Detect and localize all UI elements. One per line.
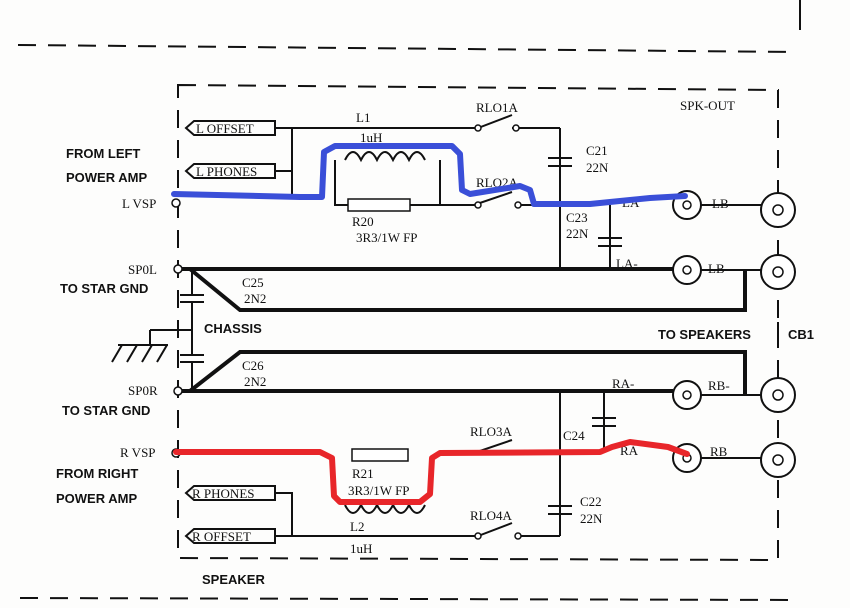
right-signal-highlight (173, 439, 690, 505)
c22-value: 22N (580, 511, 603, 526)
power-amp-right-label: POWER AMP (56, 491, 137, 506)
r20-resistor (347, 198, 411, 212)
chassis-wire (149, 329, 192, 345)
power-amp-left-label: POWER AMP (66, 170, 147, 185)
rlo4a-label: RLO4A (470, 508, 513, 523)
rb-minus-label: RB- (708, 378, 730, 393)
from-left-label: FROM LEFT (66, 146, 140, 161)
c22-wire (548, 391, 572, 536)
l2-label: L2 (350, 519, 364, 534)
ra-minus-label: RA- (612, 376, 634, 391)
bottom-dashed-line (19, 597, 796, 601)
c26-value: 2N2 (244, 374, 266, 389)
c22-label: C22 (580, 494, 602, 509)
cb1-label: CB1 (788, 327, 814, 342)
l-phones-connector[interactable]: L PHONES (184, 163, 276, 179)
l1-label: L1 (356, 110, 370, 125)
rlo3a-label: RLO3A (470, 424, 513, 439)
ground-symbol (111, 344, 168, 363)
c26-cap (180, 335, 204, 390)
left-ground-rail (182, 267, 747, 312)
r-phones-connector[interactable]: R PHONES (184, 485, 276, 501)
r-phones-wire (275, 492, 293, 537)
sp0l-terminal[interactable] (173, 264, 183, 274)
c21-label: C21 (586, 143, 608, 158)
speaker-label: SPEAKER (202, 572, 265, 587)
cb1-jack-2[interactable] (760, 254, 796, 290)
r-offset-label: R OFFSET (192, 529, 251, 544)
r21-value: 3R3/1W FP (348, 483, 410, 498)
r-phones-label: R PHONES (192, 486, 255, 501)
lb-minus-label: LB- (708, 261, 729, 276)
spk-out-label: SPK-OUT (680, 98, 735, 113)
speaker-box-outline (177, 83, 779, 562)
rb-label: RB (710, 444, 728, 459)
rlo2a-switch (440, 191, 540, 206)
l-offset-connector[interactable]: L OFFSET (184, 120, 276, 136)
r21-resistor (351, 448, 409, 462)
sp0l-label: SP0L (128, 262, 157, 277)
from-right-label: FROM RIGHT (56, 466, 138, 481)
l1-value: 1uH (360, 130, 382, 145)
sp0r-terminal[interactable] (173, 386, 183, 396)
to-star-gnd-bottom-label: TO STAR GND (62, 403, 150, 418)
c25-value: 2N2 (244, 291, 266, 306)
l2-coil (344, 502, 426, 514)
c24-label: C24 (563, 428, 585, 443)
left-signal-highlight (171, 143, 688, 207)
c21-value: 22N (586, 160, 609, 175)
c23-label: C23 (566, 210, 588, 225)
l-offset-label: L OFFSET (196, 121, 254, 136)
l-vsp-label: L VSP (122, 196, 156, 211)
cb1-jack-4[interactable] (760, 442, 796, 478)
c26-label: C26 (242, 358, 264, 373)
top-dashed-line (17, 44, 796, 53)
lb-label: LB (712, 196, 729, 211)
to-star-gnd-top-label: TO STAR GND (60, 281, 148, 296)
r20-value: 3R3/1W FP (356, 230, 418, 245)
r21-label: R21 (352, 466, 374, 481)
c24-wire (592, 391, 616, 453)
l-vsp-terminal[interactable] (171, 198, 181, 208)
c21-wire (548, 128, 572, 270)
ra-label: RA (620, 443, 639, 458)
r-vsp-label: R VSP (120, 445, 156, 460)
l-phones-label: L PHONES (196, 164, 257, 179)
l-offset-wire (275, 127, 293, 196)
c23-wire (598, 205, 622, 270)
l1-coil (344, 151, 426, 163)
r20-label: R20 (352, 214, 374, 229)
cb1-jack-3[interactable] (760, 377, 796, 413)
rlo1a-label: RLO1A (476, 100, 519, 115)
sp0r-label: SP0R (128, 383, 158, 398)
right-ground-rail (182, 350, 747, 395)
c25-cap (180, 268, 204, 335)
to-speakers-label: TO SPEAKERS (658, 327, 751, 342)
cb1-jack-1[interactable] (760, 192, 796, 228)
c25-label: C25 (242, 275, 264, 290)
chassis-label: CHASSIS (204, 321, 262, 336)
c23-value: 22N (566, 226, 589, 241)
l2-value: 1uH (350, 541, 372, 556)
r-offset-connector[interactable]: R OFFSET (184, 528, 276, 544)
